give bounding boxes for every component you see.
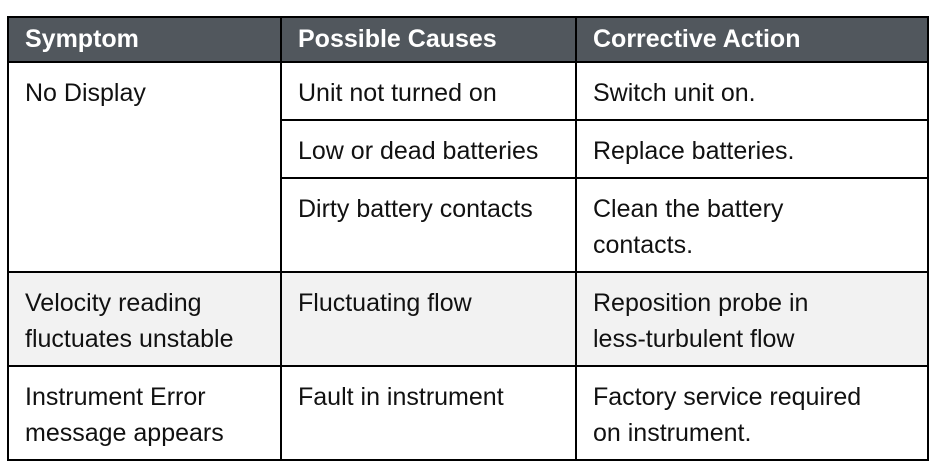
action-cell: Reposition probe in less-turbulent flow (575, 271, 929, 367)
header-row: Symptom Possible Causes Corrective Actio… (7, 16, 929, 63)
cause-cell: Low or dead batteries (280, 119, 577, 179)
action-cell: Replace batteries. (575, 119, 929, 179)
header-symptom: Symptom (7, 16, 282, 63)
action-cell: Switch unit on. (575, 61, 929, 121)
cause-cell: Unit not turned on (280, 61, 577, 121)
cause-cell: Dirty battery contacts (280, 177, 577, 273)
header-possible-causes: Possible Causes (280, 16, 577, 63)
cause-cell: Fault in instrument (280, 365, 577, 461)
troubleshooting-table: Symptom Possible Causes Corrective Actio… (7, 16, 929, 461)
cause-cell: Fluctuating flow (280, 271, 577, 367)
action-cell: Factory service required on instrument. (575, 365, 929, 461)
table-row: No Display Unit not turned on Switch uni… (7, 61, 929, 273)
symptom-cell: Velocity reading fluctuates unstable (7, 271, 282, 367)
action-cell: Clean the battery contacts. (575, 177, 929, 273)
table-row: Dirty battery contacts Clean the battery… (8, 177, 929, 273)
table-row: Low or dead batteries Replace batteries. (8, 119, 929, 179)
table-row: Instrument Error message appears Fault i… (7, 365, 929, 461)
symptom-cell: No Display (7, 61, 282, 273)
header-corrective-action: Corrective Action (575, 16, 929, 63)
table-row: Velocity reading fluctuates unstable Flu… (7, 271, 929, 367)
symptom-cell: Instrument Error message appears (7, 365, 282, 461)
